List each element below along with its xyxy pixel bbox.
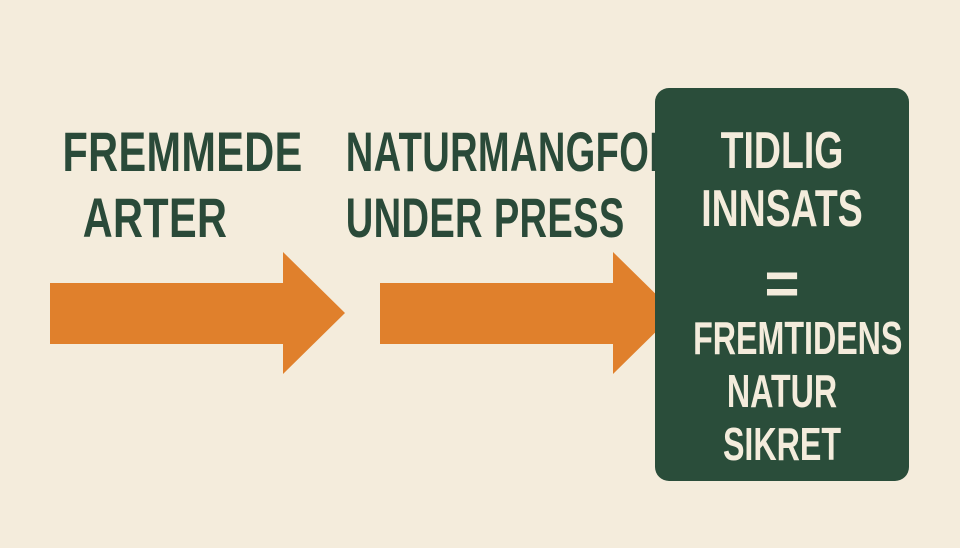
right-arrow-icon bbox=[50, 252, 345, 374]
step-label-line: ARTER bbox=[82, 186, 228, 249]
step-label-invasive-species: FREMMEDE ARTER bbox=[30, 119, 303, 251]
result-outcome: FREMTIDENS NATUR SIKRET bbox=[655, 312, 909, 471]
step-label-biodiversity-pressure: NATURMANGFOLD UNDER PRESS bbox=[285, 119, 701, 251]
result-outcome-line: FREMTIDENS bbox=[693, 312, 903, 364]
result-outcome-line: SIKRET bbox=[722, 418, 842, 470]
result-outcome-line: NATUR bbox=[726, 365, 838, 417]
step-label-line: FREMMEDE bbox=[62, 120, 303, 183]
result-headline-line: TIDLIG bbox=[720, 122, 844, 180]
result-headline-line: INNSATS bbox=[701, 180, 863, 238]
result-box: TIDLIG INNSATS = FREMTIDENS NATUR SIKRET bbox=[655, 88, 909, 481]
arrow-shape bbox=[50, 252, 345, 374]
step-label-line: UNDER PRESS bbox=[345, 186, 625, 249]
result-headline: TIDLIG INNSATS bbox=[655, 122, 909, 238]
right-arrow-icon bbox=[380, 252, 675, 374]
equals-sign: = bbox=[764, 250, 800, 317]
step-label-line: NATURMANGFOLD bbox=[345, 120, 701, 183]
arrow-shape bbox=[380, 252, 675, 374]
